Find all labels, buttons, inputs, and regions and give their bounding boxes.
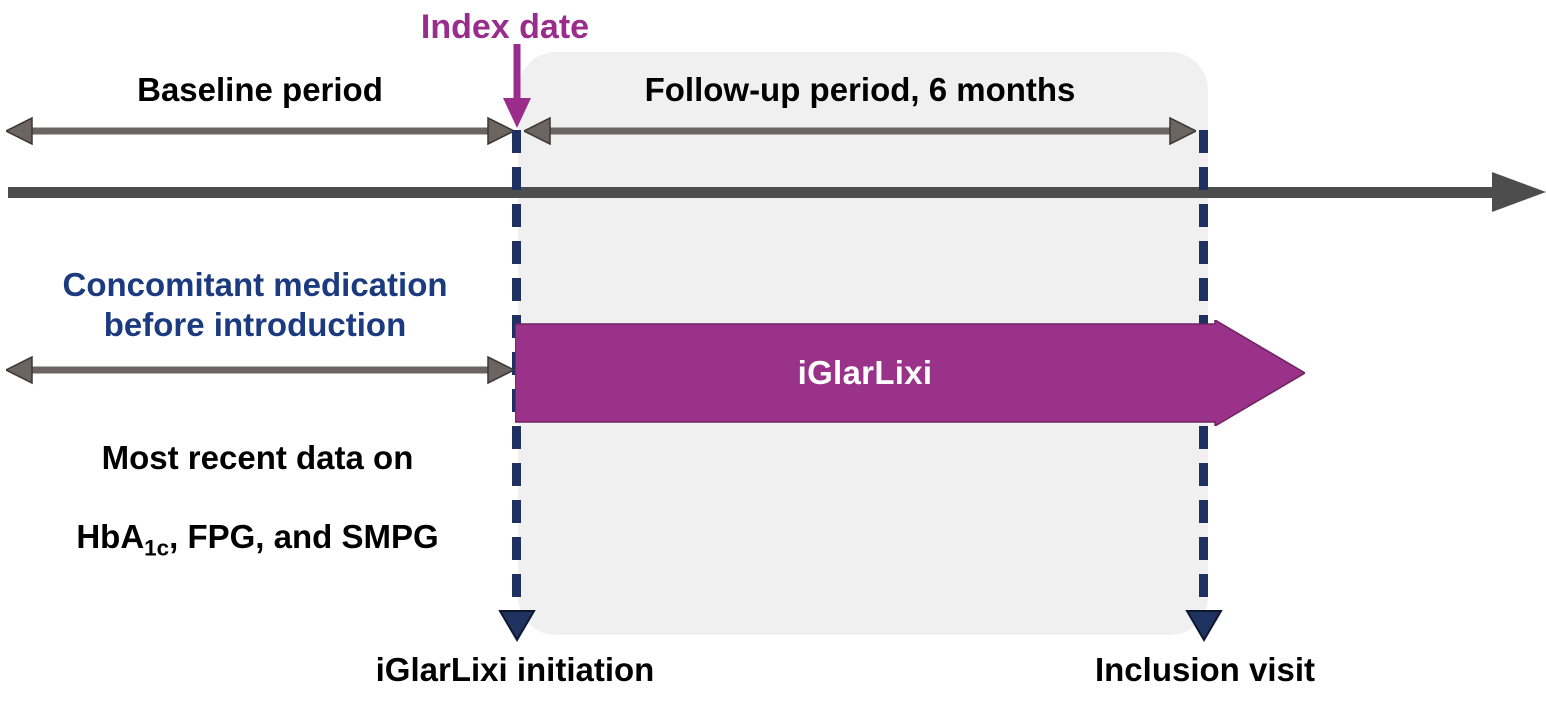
hba1c-suffix: , FPG, and SMPG [169,517,439,555]
most-recent-data-line-1: Most recent data on [101,438,414,476]
hba1c-subscript: 1c [144,535,170,561]
followup-period-span-arrow-icon [524,116,1196,146]
hba1c-prefix: HbA [76,517,145,555]
iglarlixi-initiation-label: iGlarLixi initiation [375,651,655,688]
iglarlixi-treatment-arrow-icon [515,320,1305,426]
most-recent-data-line-2: HbA1c, FPG, and SMPG [0,517,515,563]
baseline-period-span-arrow-icon [6,116,514,146]
inclusion-visit-arrowhead-icon [1185,610,1223,642]
followup-period-label: Follow-up period, 6 months [644,71,1076,108]
inclusion-visit-label: Inclusion visit [1094,651,1316,688]
concomitant-medication-label: Concomitant medication before introducti… [62,266,448,343]
most-recent-data-label: Most recent data on HbA1c, FPG, and SMPG [0,398,515,602]
timeline-axis-arrow-icon [8,172,1546,212]
index-date-arrow-icon [503,44,531,128]
baseline-period-label: Baseline period [137,71,383,108]
concomitant-medication-span-arrow-icon [6,355,514,385]
iglarlixi-initiation-arrowhead-icon [498,610,536,642]
index-date-label: Index date [420,8,590,46]
